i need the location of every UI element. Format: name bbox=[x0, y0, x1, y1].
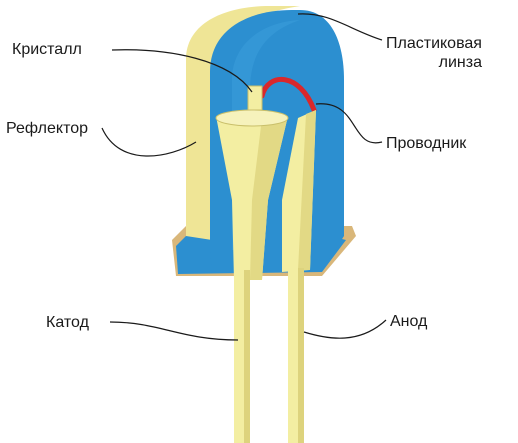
leader-anode bbox=[303, 319, 387, 339]
leader-cathode bbox=[109, 321, 239, 341]
cathode-cup-shade bbox=[250, 116, 288, 280]
label-cathode: Катод bbox=[46, 314, 89, 331]
label-plastic-lens-line1: Пластиковая bbox=[386, 35, 482, 52]
leader-conductor bbox=[315, 103, 383, 144]
label-plastic-lens-line2: линза bbox=[438, 54, 482, 71]
cathode-leg-shade bbox=[244, 270, 250, 443]
label-crystal: Кристалл bbox=[12, 41, 82, 58]
cathode-cup-rim bbox=[215, 109, 289, 127]
anode-leg-shade bbox=[298, 268, 304, 443]
leader-lens bbox=[297, 13, 383, 41]
bond-wire bbox=[259, 77, 317, 113]
anode-post-shade bbox=[298, 110, 316, 270]
label-conductor: Проводник bbox=[386, 135, 467, 152]
label-anode: Анод bbox=[390, 313, 428, 330]
leader-crystal bbox=[111, 49, 253, 93]
leader-reflector bbox=[101, 127, 197, 157]
reflector-shape bbox=[186, 6, 300, 240]
label-plastic-lens: Пластиковая линза bbox=[386, 34, 482, 72]
label-reflector: Рефлектор bbox=[6, 120, 89, 137]
